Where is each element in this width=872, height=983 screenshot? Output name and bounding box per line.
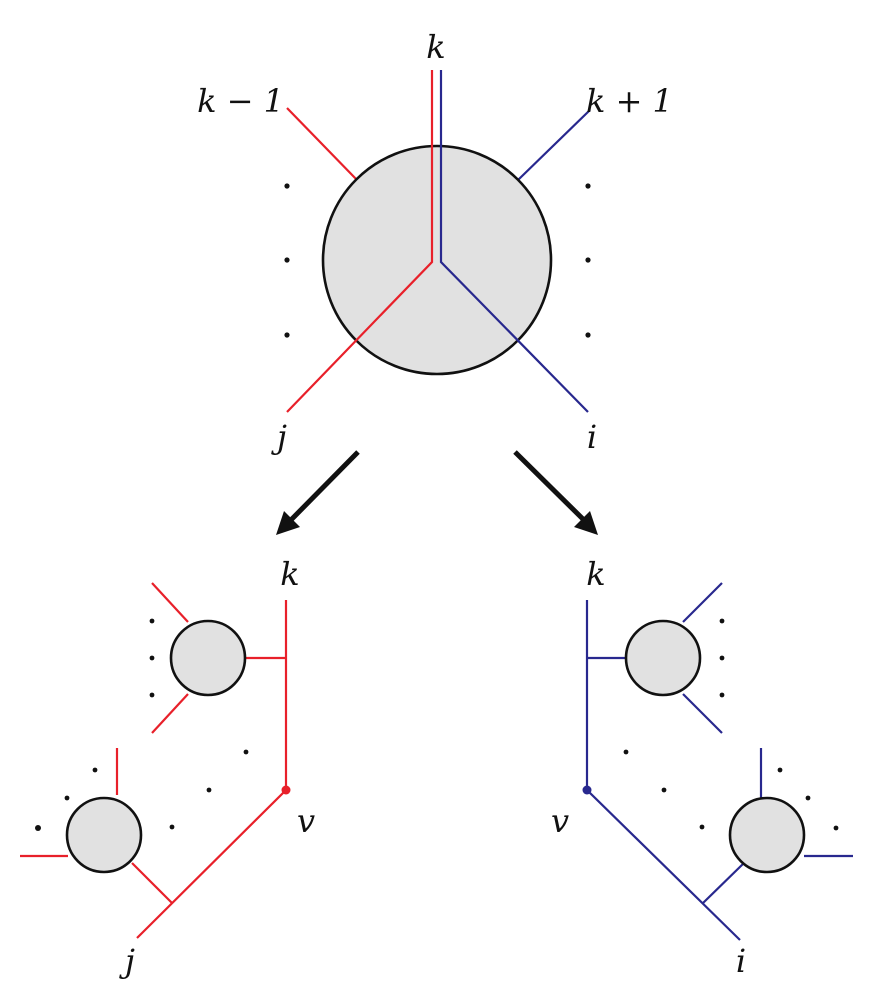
arrow-right-head xyxy=(574,511,598,535)
top-label-k-plus-1: k + 1 xyxy=(586,82,673,120)
top-left-dot-1 xyxy=(284,183,290,189)
right-mid-dot-1 xyxy=(623,749,629,755)
right-upper-leg-top xyxy=(682,582,723,623)
top-label-j: j xyxy=(271,418,287,456)
top-right-dot-1 xyxy=(585,183,591,189)
top-right-dot-2 xyxy=(585,257,591,263)
top-label-k-minus-1: k − 1 xyxy=(197,82,284,120)
right-lower-blob xyxy=(728,796,806,874)
top-left-dot-2 xyxy=(284,257,290,263)
left-label-k: k xyxy=(280,555,299,593)
top-red-path xyxy=(286,70,434,413)
left-upper-dot-1 xyxy=(149,618,155,624)
right-upper-dot-3 xyxy=(719,692,725,698)
arrow-left xyxy=(281,450,360,530)
right-upper-dot-1 xyxy=(719,618,725,624)
left-upper-leg-bottom xyxy=(151,693,189,734)
right-lower-branch xyxy=(702,861,746,904)
right-upper-blob xyxy=(624,619,702,697)
top-diagram: k k − 1 k + 1 j i xyxy=(197,28,673,456)
top-right-dot-3 xyxy=(585,332,591,338)
top-label-i: i xyxy=(587,418,597,456)
left-lower-dot-1 xyxy=(92,767,98,773)
left-lower-dot-3 xyxy=(35,825,41,831)
left-vertex-v xyxy=(281,785,291,795)
left-mid-dot-1 xyxy=(243,749,249,755)
right-lower-dot-1 xyxy=(777,767,783,773)
top-leg-k-minus-1 xyxy=(286,107,358,181)
top-left-dot-3 xyxy=(284,332,290,338)
right-label-k: k xyxy=(586,555,605,593)
right-label-i: i xyxy=(736,942,746,980)
left-upper-dot-2 xyxy=(149,655,155,661)
right-upper-leg-bottom xyxy=(682,693,723,734)
right-vertex-v xyxy=(582,785,592,795)
left-upper-leg-top xyxy=(151,582,189,623)
right-label-v: v xyxy=(551,802,569,840)
left-mid-dot-2 xyxy=(206,787,212,793)
left-upper-dot-3 xyxy=(149,692,155,698)
arrow-right xyxy=(513,450,594,530)
left-upper-blob xyxy=(169,619,247,697)
right-lower-dot-3 xyxy=(833,825,839,831)
left-label-v: v xyxy=(297,802,315,840)
arrow-left-head xyxy=(276,511,300,535)
bottom-right-diagram: k v i xyxy=(551,555,853,980)
top-blue-path xyxy=(439,70,589,413)
bottom-left-diagram: k v j xyxy=(20,555,315,980)
top-label-k: k xyxy=(426,28,445,66)
left-lower-dot-2 xyxy=(64,795,70,801)
left-label-j: j xyxy=(119,942,135,980)
right-mid-dot-3 xyxy=(699,824,705,830)
right-upper-dot-2 xyxy=(719,655,725,661)
right-mid-dot-2 xyxy=(661,787,667,793)
left-lower-blob xyxy=(65,796,143,874)
top-leg-k-plus-1 xyxy=(517,109,591,181)
left-lower-branch xyxy=(131,862,173,904)
left-mid-dot-3 xyxy=(169,824,175,830)
right-lower-dot-2 xyxy=(805,795,811,801)
